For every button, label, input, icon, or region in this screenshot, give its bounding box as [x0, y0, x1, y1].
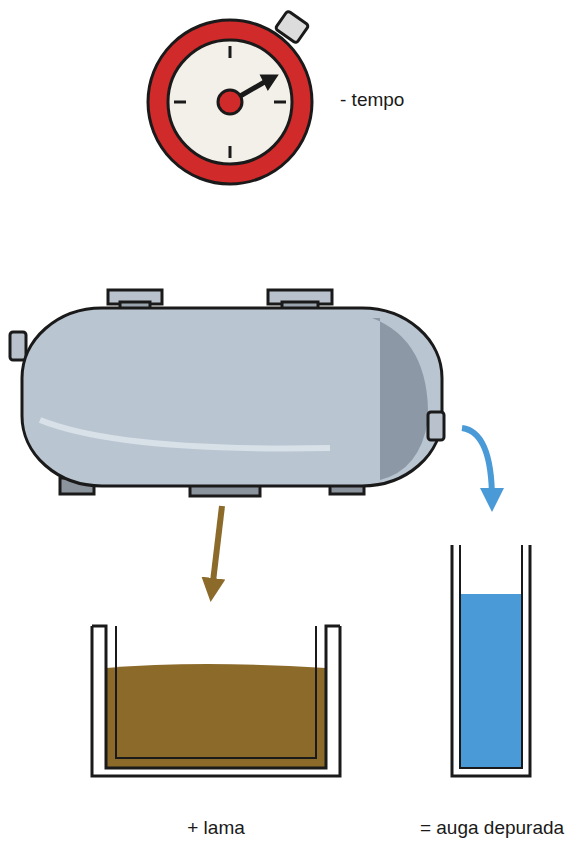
- water-arrow: [462, 428, 492, 500]
- sludge-container: [92, 626, 340, 776]
- sludge-label: + lama: [187, 817, 245, 840]
- sludge-arrow: [212, 506, 222, 590]
- water-label: = auga depurada: [420, 817, 564, 840]
- time-label: - tempo: [340, 89, 404, 112]
- stopwatch: [148, 11, 312, 184]
- water-container: [452, 545, 530, 776]
- tank: [10, 290, 444, 496]
